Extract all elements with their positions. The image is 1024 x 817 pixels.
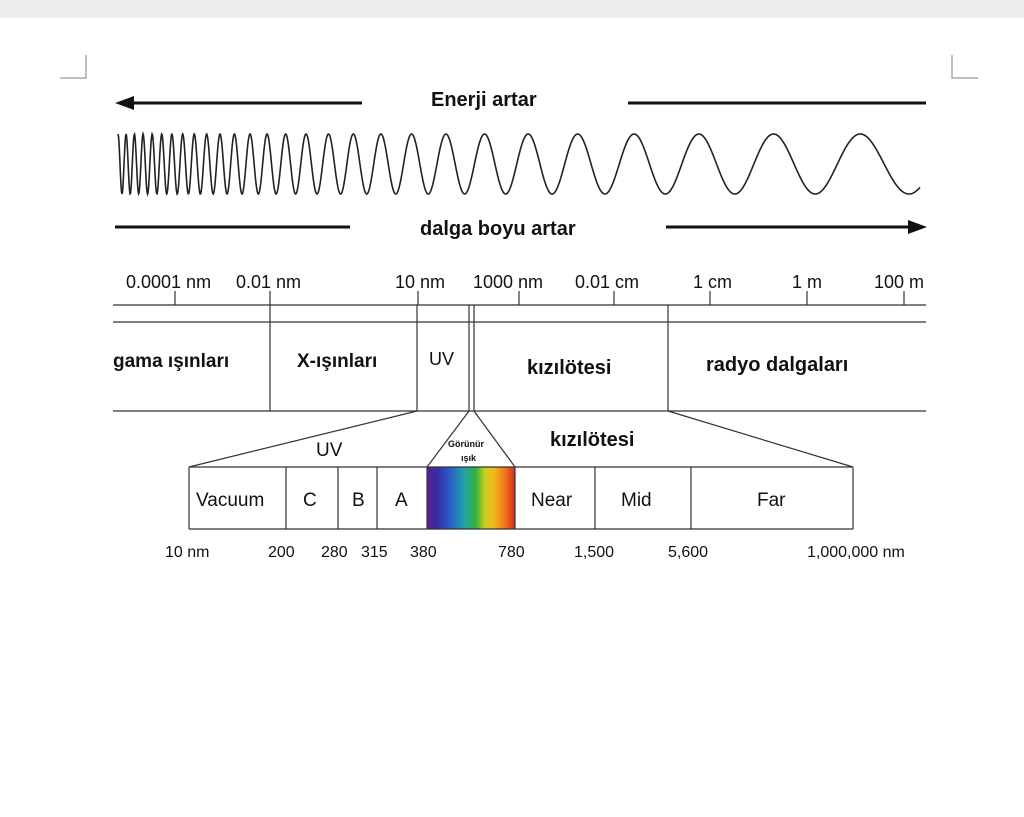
corner-mark-right	[951, 55, 978, 79]
detail-cell-vacuum: Vacuum	[196, 490, 265, 511]
wavelength-arrow	[115, 220, 927, 234]
detail-tick-1000000nm: 1,000,000 nm	[807, 544, 905, 561]
detail-cell-mid: Mid	[621, 490, 652, 511]
wave-curve	[117, 130, 921, 197]
scale-label-4: 1000 nm	[473, 272, 544, 292]
band-infrared-label: kızılötesi	[527, 357, 612, 379]
detail-cell-a: A	[395, 490, 408, 511]
app-top-bar	[0, 0, 1024, 18]
detail-cell-c: C	[303, 490, 317, 511]
scale-ticks	[174, 291, 905, 305]
detail-tick-280: 280	[321, 544, 348, 561]
scale-label-8: 100 m	[874, 272, 925, 292]
scale-label-5: 0.01 cm	[575, 272, 640, 292]
detail-tick-780: 780	[498, 544, 525, 561]
scale-label-7: 1 m	[792, 272, 823, 292]
detail-tick-200: 200	[268, 544, 295, 561]
band-uv-label: UV	[429, 349, 455, 369]
detail-tick-380: 380	[410, 544, 437, 561]
detail-cell-near: Near	[531, 490, 573, 511]
detail-tick-315: 315	[361, 544, 388, 561]
scale-label-1: 0.0001 nm	[126, 272, 212, 292]
energy-label: Enerji artar	[431, 89, 537, 111]
visible-spectrum-band	[427, 467, 515, 529]
detail-uv-title: UV	[316, 440, 343, 461]
corner-mark-left	[60, 55, 87, 79]
detail-tick-5600: 5,600	[668, 544, 709, 561]
detail-cell-far: Far	[757, 490, 786, 511]
band-radio-label: radyo dalgaları	[706, 354, 849, 376]
scale-label-2: 0.01 nm	[236, 272, 302, 292]
band-gamma-label: gama ışınları	[113, 351, 230, 372]
detail-visible-title-line1: Görünür	[448, 439, 484, 449]
detail-table	[188, 466, 854, 530]
energy-arrow	[115, 96, 926, 110]
scale-label-3: 10 nm	[395, 272, 446, 292]
detail-tick-10nm: 10 nm	[165, 544, 210, 561]
wavelength-label: dalga boyu artar	[420, 218, 576, 240]
band-table	[113, 304, 926, 412]
band-xray-label: X-ışınları	[297, 351, 378, 372]
detail-tick-1500: 1,500	[574, 544, 615, 561]
detail-infrared-title: kızılötesi	[550, 429, 635, 451]
detail-visible-title-line2: ışık	[461, 453, 477, 463]
zoom-lines	[188, 410, 854, 468]
detail-cell-b: B	[352, 490, 365, 511]
scale-label-6: 1 cm	[693, 272, 733, 292]
